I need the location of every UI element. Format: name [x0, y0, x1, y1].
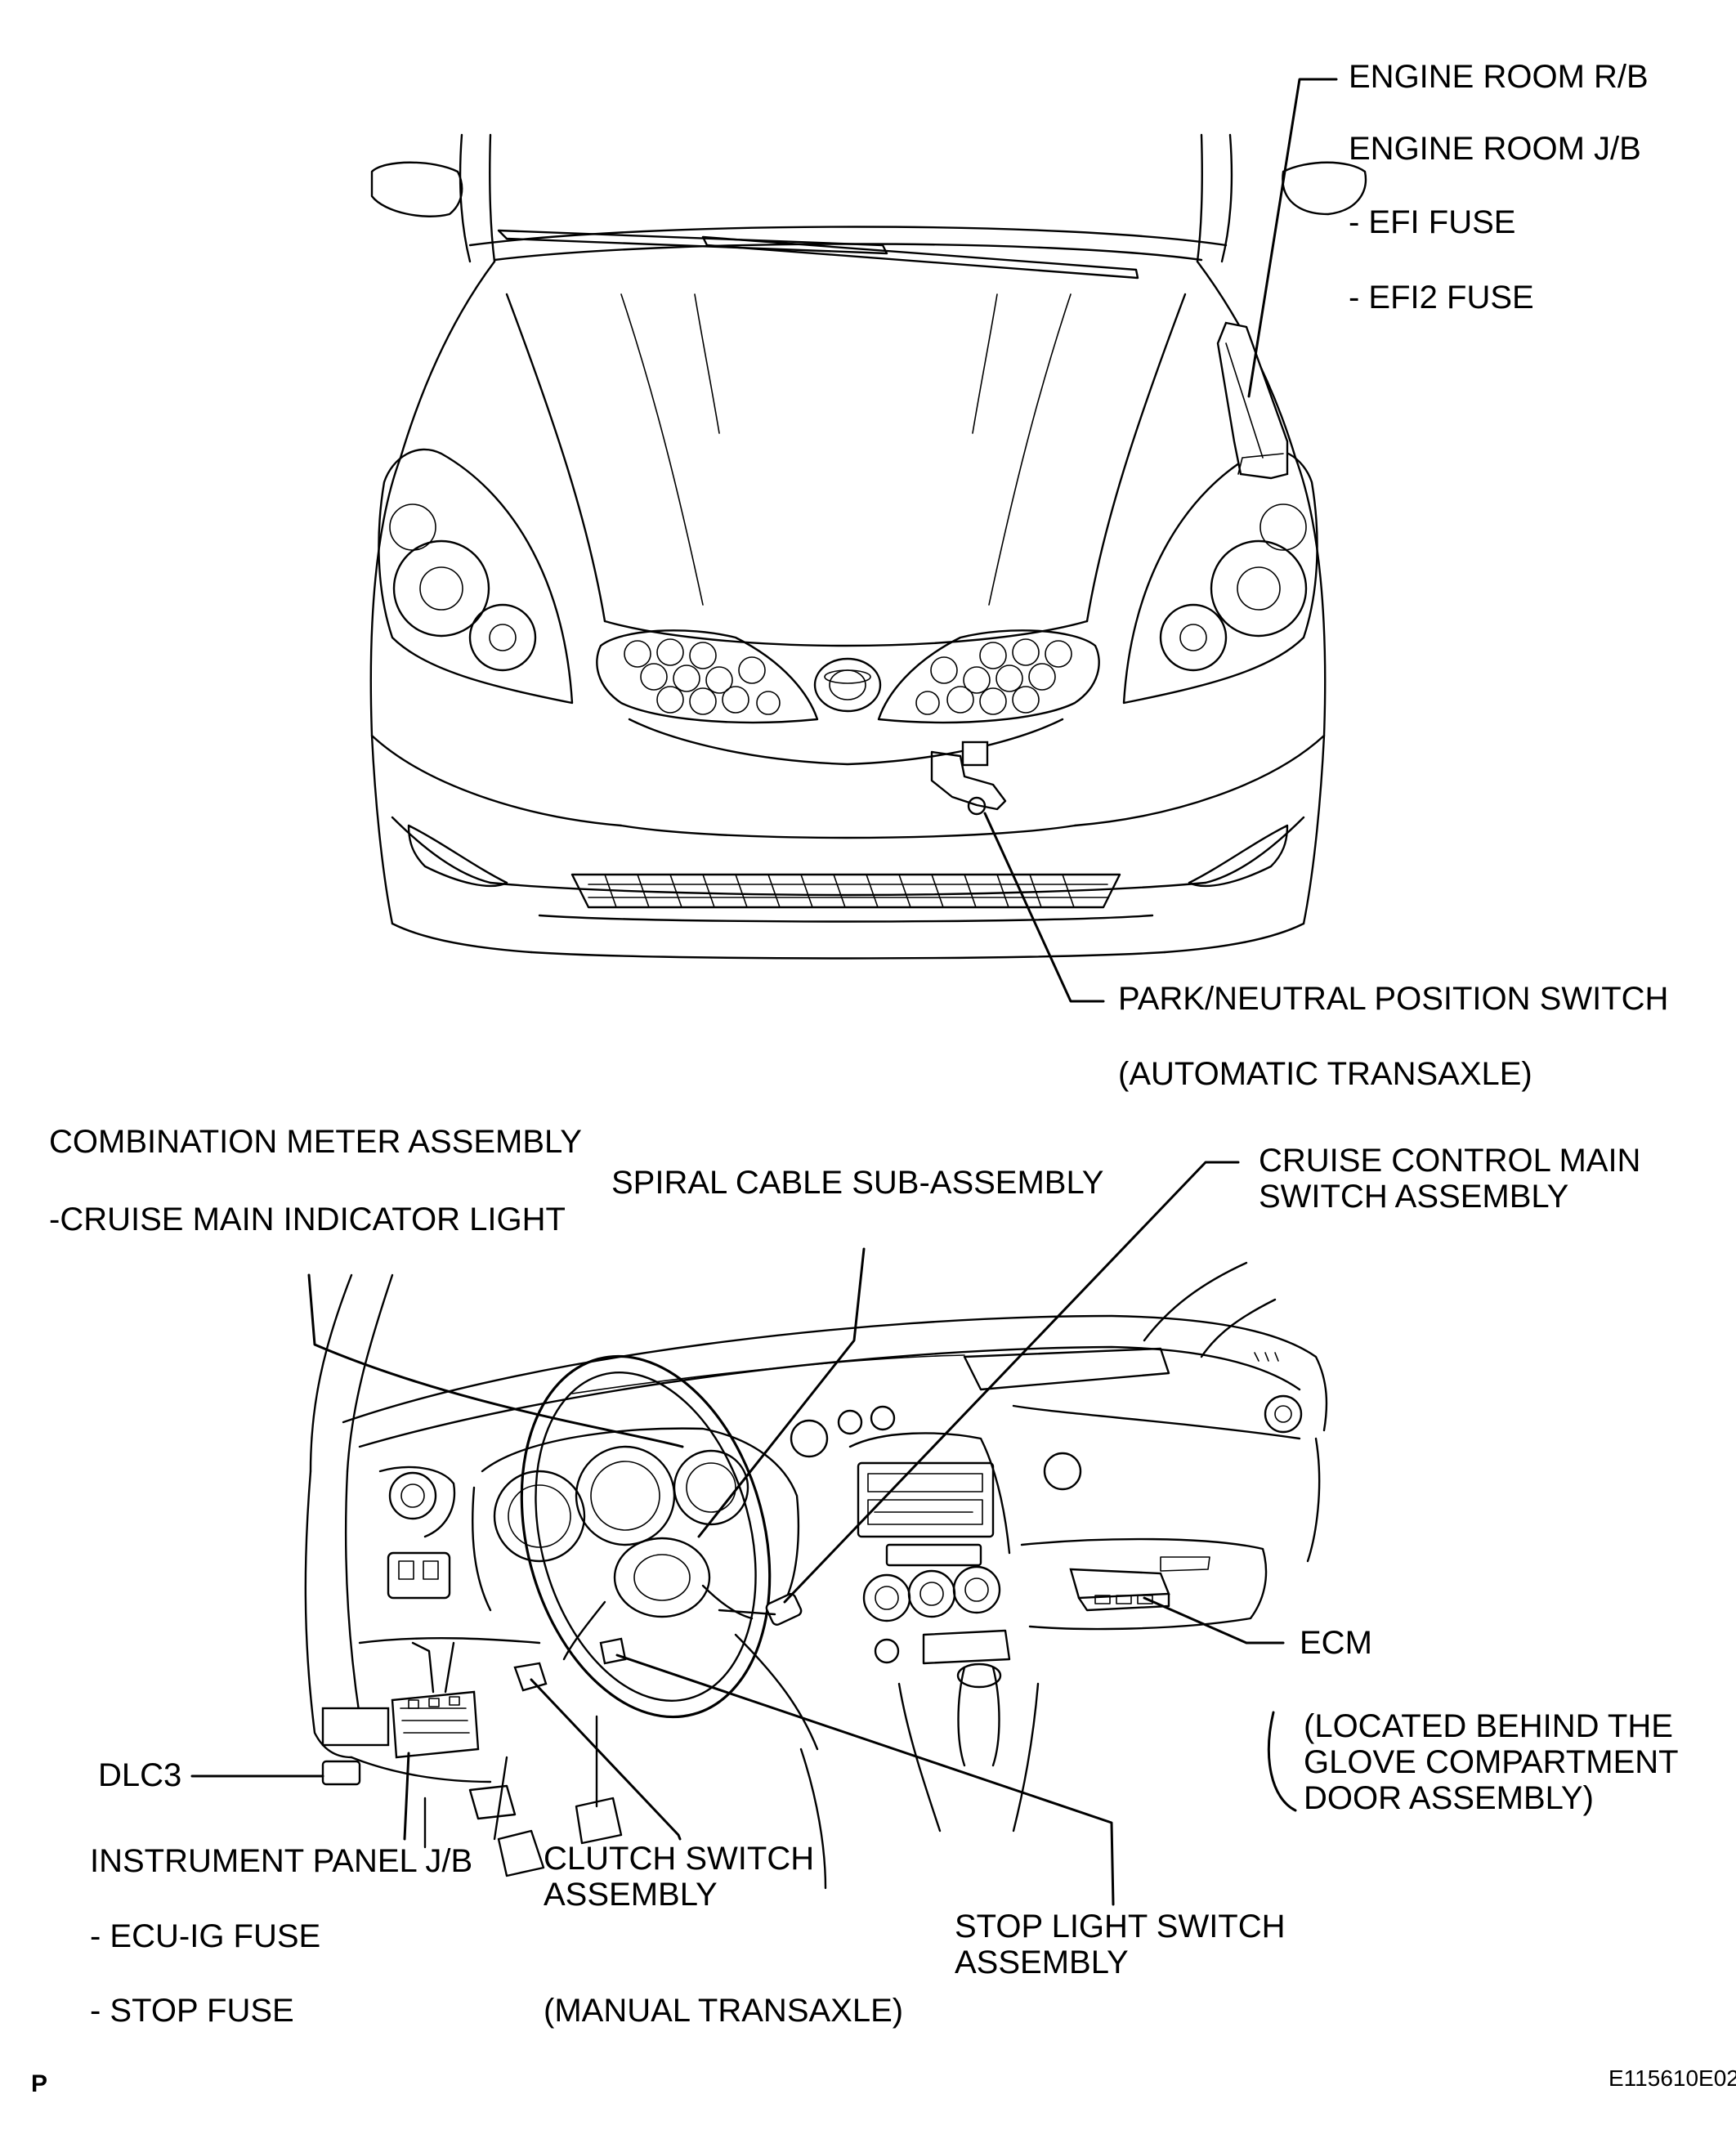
label-ecm-location: (LOCATED BEHIND THE GLOVE COMPARTMENT DO… — [1304, 1708, 1679, 1816]
label-ecu-ig-fuse: - ECU-IG FUSE — [90, 1918, 321, 1954]
label-efi-fuse: - EFI FUSE — [1349, 204, 1516, 240]
toyota-emblem — [813, 657, 882, 713]
label-manual-transaxle: (MANUAL TRANSAXLE) — [544, 1993, 904, 2029]
label-stop-light-switch: STOP LIGHT SWITCH ASSEMBLY — [955, 1909, 1286, 1980]
label-ecm: ECM — [1300, 1625, 1372, 1661]
interior-illustration — [304, 1261, 1328, 1890]
dlc3-connector — [321, 1760, 361, 1786]
leader-lines — [190, 78, 1338, 1906]
steering-wheel — [520, 1354, 772, 1719]
label-spiral-cable: SPIRAL CABLE SUB-ASSEMBLY — [611, 1165, 1104, 1201]
label-stop-fuse: - STOP FUSE — [90, 1993, 294, 2029]
figure-code: E115610E02 — [1608, 2065, 1736, 2091]
ecm-unit — [1069, 1568, 1170, 1612]
grille-mesh-right — [915, 638, 1072, 715]
label-clutch-switch: CLUTCH SWITCH ASSEMBLY — [544, 1841, 815, 1913]
label-automatic-transaxle: (AUTOMATIC TRANSAXLE) — [1118, 1056, 1532, 1092]
label-combination-meter: COMBINATION METER ASSEMBLY — [49, 1124, 582, 1160]
grille-mesh-left — [624, 638, 781, 715]
label-cruise-main-indicator: -CRUISE MAIN INDICATOR LIGHT — [49, 1202, 566, 1237]
park-neutral-switch-part — [930, 741, 1007, 816]
label-cruise-control-main-switch: CRUISE CONTROL MAIN SWITCH ASSEMBLY — [1259, 1143, 1641, 1215]
label-park-neutral-switch: PARK/NEUTRAL POSITION SWITCH — [1118, 981, 1669, 1017]
label-engine-room-jb: ENGINE ROOM J/B — [1349, 131, 1641, 167]
corner-mark: P — [31, 2070, 48, 2097]
instrument-panel-jb-part — [321, 1641, 480, 1759]
label-efi2-fuse: - EFI2 FUSE — [1349, 280, 1534, 315]
label-instrument-panel-jb: INSTRUMENT PANEL J/B — [90, 1843, 473, 1879]
engine-room-relay-block — [1216, 321, 1289, 480]
label-engine-room-rb: ENGINE ROOM R/B — [1349, 59, 1649, 95]
label-dlc3: DLC3 — [98, 1757, 182, 1793]
vehicle-front-illustration — [369, 133, 1367, 960]
